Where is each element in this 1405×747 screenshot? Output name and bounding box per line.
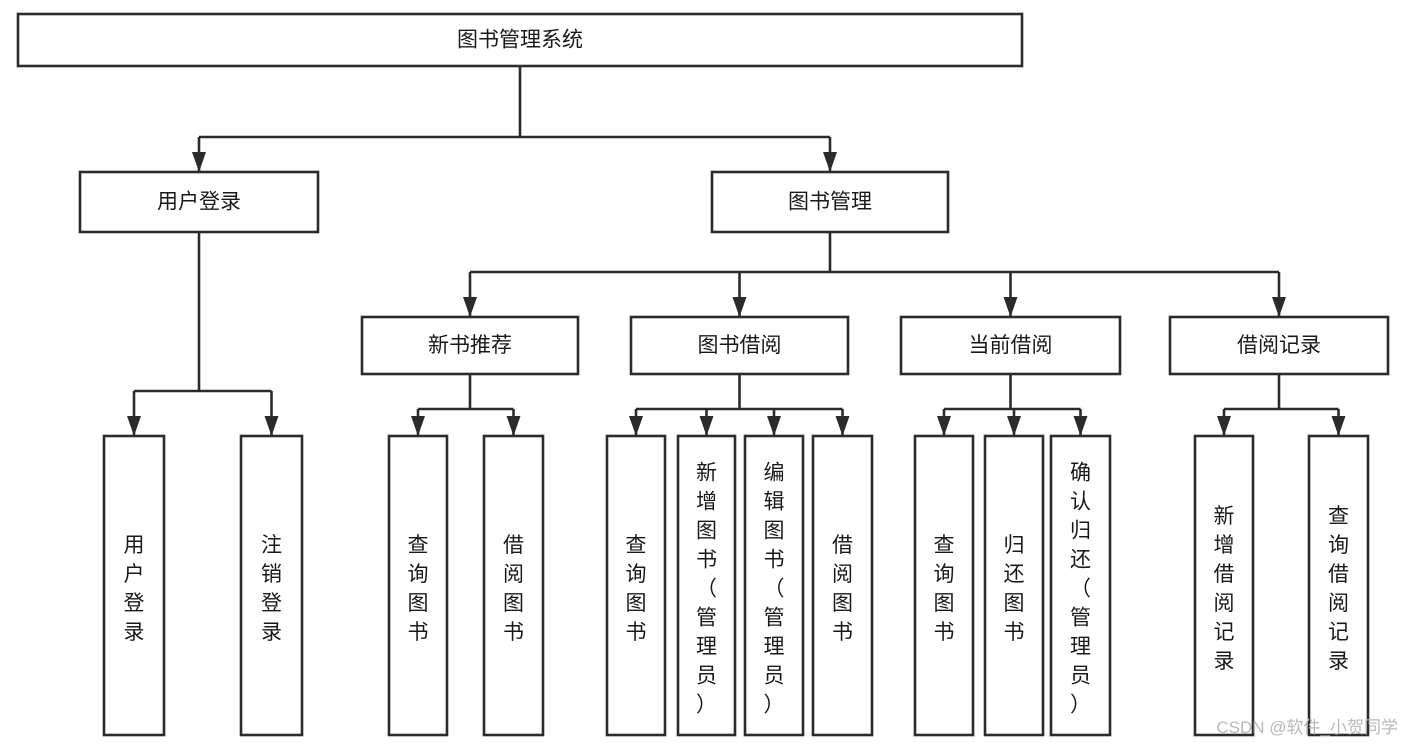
- node-box: [983, 434, 1045, 737]
- arrow-head: [1003, 297, 1018, 317]
- node-box: [1307, 434, 1370, 737]
- node-box: [78, 170, 320, 234]
- node-box: [676, 434, 737, 737]
- node-查询借阅记录[interactable]: 查询借阅记录: [1307, 434, 1370, 737]
- arrow-head: [264, 416, 279, 436]
- node-box: [899, 315, 1122, 376]
- node-图书管理[interactable]: 图书管理: [710, 170, 950, 234]
- node-用户登录[interactable]: 用户登录: [102, 434, 166, 737]
- node-当前借阅[interactable]: 当前借阅: [899, 315, 1122, 376]
- node-box: [1049, 434, 1112, 737]
- arrow-head: [1073, 416, 1088, 436]
- node-label: 图书管理系统: [457, 29, 583, 52]
- node-label: 查询图书: [626, 534, 647, 644]
- arrow-head: [127, 416, 141, 436]
- node-box: [102, 434, 166, 737]
- node-注销登录[interactable]: 注销登录: [239, 434, 304, 737]
- node-新增借阅记录[interactable]: 新增借阅记录: [1193, 434, 1255, 737]
- node-编辑图书管理员[interactable]: 编辑图书（管理员）: [743, 434, 805, 737]
- arrow-head: [1007, 416, 1021, 436]
- node-label: 图书借阅: [698, 334, 782, 357]
- node-label: 新增借阅记录: [1214, 505, 1235, 673]
- node-label: 新增图书（管理员）: [696, 461, 717, 716]
- arrow-head: [823, 152, 837, 172]
- connector-layer: [127, 66, 1346, 436]
- node-box: [629, 315, 850, 376]
- node-图书管理系统[interactable]: 图书管理系统: [16, 12, 1024, 68]
- node-label: 用户登录: [157, 191, 241, 214]
- node-label: 查询图书: [934, 534, 955, 644]
- node-box: [16, 12, 1024, 68]
- node-借阅记录[interactable]: 借阅记录: [1168, 315, 1390, 376]
- arrow-head: [411, 416, 425, 436]
- node-label: 当前借阅: [969, 334, 1053, 357]
- arrow-head: [732, 297, 747, 317]
- arrow-head: [699, 416, 714, 436]
- arrow-head: [835, 416, 850, 436]
- node-label: 编辑图书（管理员）: [764, 461, 785, 716]
- node-box: [239, 434, 304, 737]
- arrow-head: [629, 416, 643, 436]
- node-借阅图书[interactable]: 借阅图书: [482, 434, 545, 737]
- node-box: [913, 434, 975, 737]
- node-label: 注销登录: [261, 534, 282, 644]
- node-box: [387, 434, 449, 737]
- node-查询图书[interactable]: 查询图书: [913, 434, 975, 737]
- node-box: [605, 434, 667, 737]
- node-新书推荐[interactable]: 新书推荐: [360, 315, 580, 376]
- node-box: [743, 434, 805, 737]
- arrow-head: [1217, 416, 1231, 436]
- node-label: 图书管理: [788, 191, 872, 214]
- node-label: 归还图书: [1004, 534, 1025, 644]
- node-用户登录[interactable]: 用户登录: [78, 170, 320, 234]
- node-box: [710, 170, 950, 234]
- arrow-head: [767, 416, 781, 436]
- arrow-head: [506, 416, 521, 436]
- node-label: 借阅图书: [503, 534, 524, 644]
- arrow-head: [463, 297, 477, 317]
- arrow-head: [1272, 297, 1286, 317]
- node-label: 确认归还（管理员）: [1070, 461, 1091, 716]
- node-box: [811, 434, 874, 737]
- arrow-head: [937, 416, 951, 436]
- node-新增图书管理员[interactable]: 新增图书（管理员）: [676, 434, 737, 737]
- node-label: 借阅图书: [832, 534, 853, 644]
- node-label: 用户登录: [124, 534, 145, 644]
- node-借阅图书[interactable]: 借阅图书: [811, 434, 874, 737]
- node-图书借阅[interactable]: 图书借阅: [629, 315, 850, 376]
- node-确认归还管理员[interactable]: 确认归还（管理员）: [1049, 434, 1112, 737]
- node-box: [482, 434, 545, 737]
- node-查询图书[interactable]: 查询图书: [387, 434, 449, 737]
- node-label: 查询借阅记录: [1328, 505, 1349, 673]
- node-box: [360, 315, 580, 376]
- node-label: 新书推荐: [428, 334, 512, 357]
- node-label: 借阅记录: [1237, 334, 1321, 357]
- csdn-watermark: CSDN @软件_小贺同学: [1216, 718, 1398, 737]
- node-查询图书[interactable]: 查询图书: [605, 434, 667, 737]
- node-box: [1193, 434, 1255, 737]
- node-layer: 图书管理系统用户登录图书管理新书推荐图书借阅当前借阅借阅记录用户登录注销登录查询…: [16, 12, 1390, 737]
- arrow-head: [1331, 416, 1346, 436]
- arrow-head: [192, 152, 206, 172]
- node-box: [1168, 315, 1390, 376]
- node-label: 查询图书: [408, 534, 429, 644]
- node-归还图书[interactable]: 归还图书: [983, 434, 1045, 737]
